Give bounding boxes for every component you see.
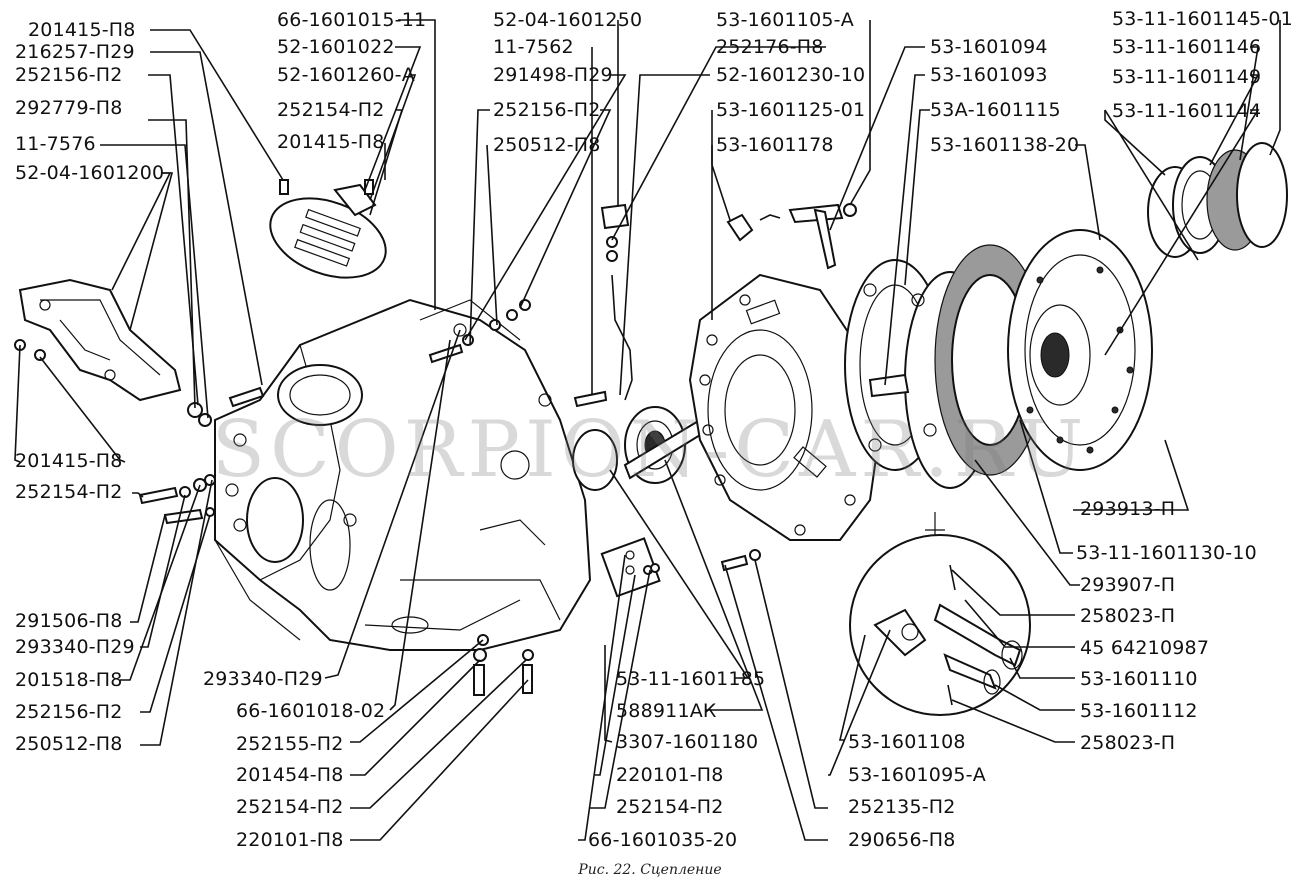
- label-53-1601105-a: 53-1601105-А: [716, 9, 854, 31]
- lubrication-hose: [573, 203, 633, 408]
- detail-inset: [849, 512, 1031, 716]
- leader-lines: [14, 19, 1281, 841]
- label-66-1601035-20: 66-1601035-20: [588, 829, 738, 851]
- label-252156-p2-bottom: 252156-П2: [15, 701, 123, 723]
- label-53-1601125-01: 53-1601125-01: [716, 99, 866, 121]
- label-201454-p8: 201454-П8: [236, 764, 344, 786]
- label-53-11-1601130-10: 53-11-1601130-10: [1076, 542, 1257, 564]
- label-53-1601093: 53-1601093: [930, 64, 1048, 86]
- label-53-11-1601144: 53-11-1601144: [1112, 100, 1262, 122]
- label-45-64210987: 45 64210987: [1080, 637, 1210, 659]
- label-216257-p29: 216257-П29: [15, 41, 135, 63]
- label-293340-p29-left: 293340-П29: [15, 636, 135, 658]
- label-252154-p2-bottom: 252154-П2: [236, 796, 344, 818]
- label-201415-p8-top: 201415-П8: [28, 19, 136, 41]
- label-252156-p2-mid: 252156-П2: [493, 99, 601, 121]
- label-588911ak: 588911АК: [616, 700, 717, 722]
- driven-disc-front: [1007, 229, 1153, 471]
- label-252155-p2: 252155-П2: [236, 733, 344, 755]
- figure-caption: Рис. 22. Сцепление: [578, 862, 722, 878]
- label-293340-p29-mid: 293340-П29: [203, 668, 323, 690]
- label-53-11-1601185: 53-11-1601185: [616, 668, 766, 690]
- label-220101-p8-bottom: 220101-П8: [236, 829, 344, 851]
- clutch-cover: [688, 273, 882, 541]
- clutch-housing: [214, 298, 592, 651]
- label-250512-p8-mid: 250512-П8: [493, 134, 601, 156]
- label-53-1601095-a: 53-1601095-А: [848, 764, 986, 786]
- label-290656-p8: 290656-П8: [848, 829, 956, 851]
- release-lever: [726, 203, 857, 270]
- label-53-1601112: 53-1601112: [1080, 700, 1198, 722]
- label-53-11-1601145-01: 53-11-1601145-01: [1112, 8, 1293, 30]
- label-252154-p2-left: 252154-П2: [15, 481, 123, 503]
- label-252154-p2-center: 252154-П2: [616, 796, 724, 818]
- label-201518-p8: 201518-П8: [15, 669, 123, 691]
- label-201415-p8-left: 201415-П8: [15, 450, 123, 472]
- label-252156-p2-left: 252156-П2: [15, 64, 123, 86]
- label-66-1601018-02: 66-1601018-02: [236, 700, 386, 722]
- damper-rings: [1147, 142, 1288, 258]
- label-66-1601015-11: 66-1601015-11: [277, 9, 427, 31]
- label-258023-p-top: 258023-П: [1080, 605, 1176, 627]
- label-292779-p8: 292779-П8: [15, 97, 123, 119]
- fasteners-left: [14, 179, 534, 696]
- label-3307-1601180: 3307-1601180: [616, 731, 759, 753]
- label-293913-p: 293913-П: [1080, 498, 1176, 520]
- label-52-1601260-a: 52-1601260-А: [277, 64, 415, 86]
- label-291506-p8: 291506-П8: [15, 610, 123, 632]
- label-52-1601230-10: 52-1601230-10: [716, 64, 866, 86]
- label-52-04-1601200: 52-04-1601200: [15, 162, 165, 184]
- label-53a-1601115: 53А-1601115: [930, 99, 1061, 121]
- label-53-1601138-20: 53-1601138-20: [930, 134, 1080, 156]
- label-250512-p8-bottom: 250512-П8: [15, 733, 123, 755]
- label-293907-p: 293907-П: [1080, 574, 1176, 596]
- fasteners-center: [600, 537, 761, 598]
- label-252154-p2-top: 252154-П2: [277, 99, 385, 121]
- hatch-cover: [269, 183, 387, 279]
- label-11-7562: 11-7562: [493, 36, 574, 58]
- label-52-04-1601250: 52-04-1601250: [493, 9, 643, 31]
- label-258023-p-bottom: 258023-П: [1080, 732, 1176, 754]
- release-bearing: [572, 406, 707, 491]
- bracket: [18, 278, 182, 402]
- label-52-1601022: 52-1601022: [277, 36, 395, 58]
- label-53-11-1601149: 53-11-1601149: [1112, 66, 1262, 88]
- label-53-1601110: 53-1601110: [1080, 668, 1198, 690]
- label-201415-p8-mid: 201415-П8: [277, 131, 385, 153]
- label-291498-p29: 291498-П29: [493, 64, 613, 86]
- label-220101-p8-center: 220101-П8: [616, 764, 724, 786]
- label-252176-p8: 252176-П8: [716, 36, 824, 58]
- label-53-1601178: 53-1601178: [716, 134, 834, 156]
- label-11-7576: 11-7576: [15, 133, 96, 155]
- label-53-1601094: 53-1601094: [930, 36, 1048, 58]
- label-53-11-1601146: 53-11-1601146: [1112, 36, 1262, 58]
- label-53-1601108: 53-1601108: [848, 731, 966, 753]
- label-252135-p2: 252135-П2: [848, 796, 956, 818]
